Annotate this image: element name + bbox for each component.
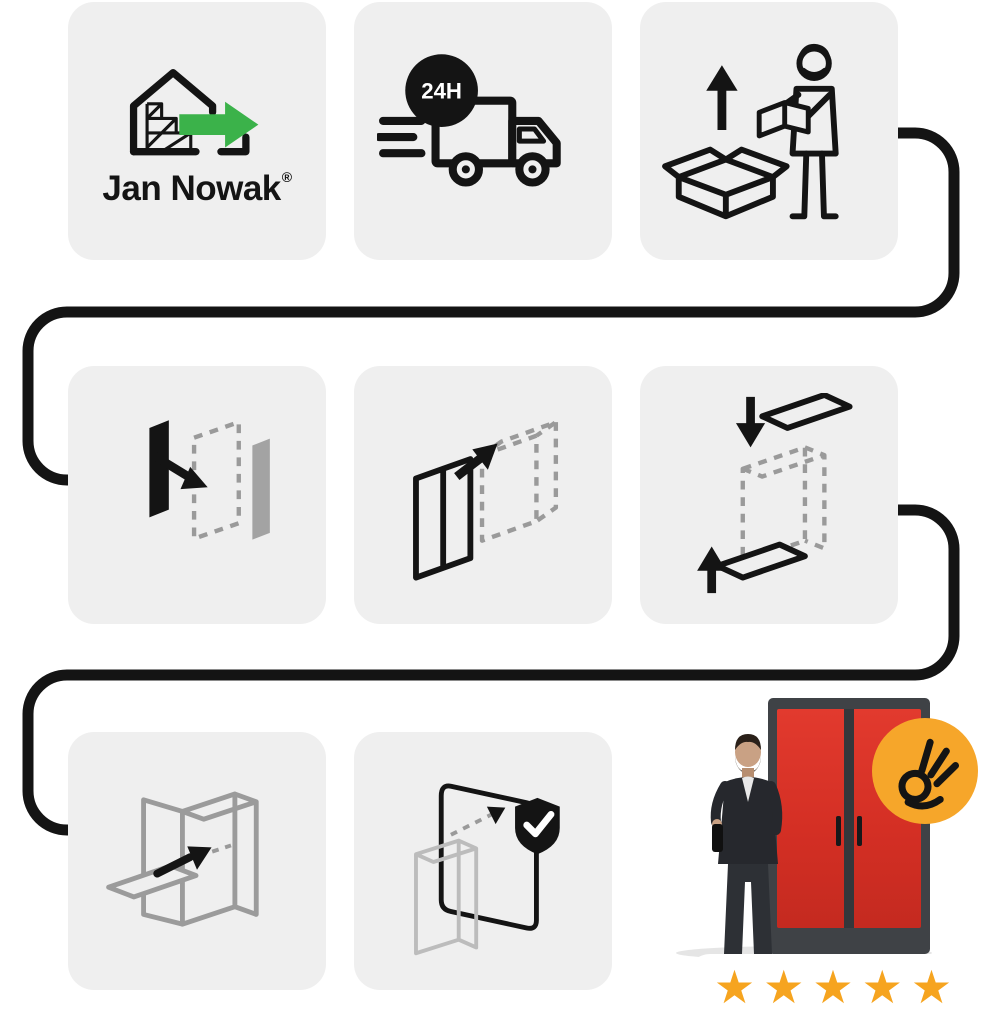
check-mark	[523, 810, 555, 838]
warehouse-arrow-icon	[129, 69, 259, 156]
truck-icon: 24H	[377, 54, 561, 187]
delivery-badge-label: 24H	[421, 79, 462, 104]
brand-name-text: Jan Nowak	[102, 169, 281, 208]
presenter-man	[710, 734, 783, 962]
brand-reg-mark: ®	[281, 169, 292, 185]
person-reading-manual-icon	[662, 43, 839, 220]
brand-logo: Jan Nowak®	[102, 56, 292, 208]
card-assembly-step-3	[640, 366, 898, 624]
card-assembly-step-5	[354, 732, 612, 990]
brand-name: Jan Nowak®	[102, 169, 292, 208]
walls-assembly-icon	[413, 419, 559, 581]
cabinet-handle-right	[857, 816, 862, 846]
cabinet-center-stile	[844, 709, 854, 928]
delivery-badge-circle	[405, 54, 478, 127]
rating-panel: ★★★★★	[688, 954, 986, 1020]
card-assembly-step-2	[354, 366, 612, 624]
top-bottom-assembly-icon	[697, 393, 853, 594]
shield-check-icon	[414, 783, 560, 956]
ok-hand-icon	[898, 738, 960, 810]
cabinet-handle-left	[836, 816, 841, 846]
card-assembly-step-1	[68, 366, 326, 624]
product-photo: ★★★★★	[640, 686, 986, 1020]
rating-stars: ★★★★★	[713, 960, 961, 1014]
shelf-insert-icon	[106, 791, 259, 927]
card-brand-logo: Jan Nowak®	[68, 2, 326, 260]
card-delivery-24h: 24H	[354, 2, 612, 260]
ok-gesture-badge	[872, 718, 978, 824]
card-assembly-step-4	[68, 732, 326, 990]
card-unboxing-manual	[640, 2, 898, 260]
side-panel-assembly-icon	[149, 419, 270, 541]
